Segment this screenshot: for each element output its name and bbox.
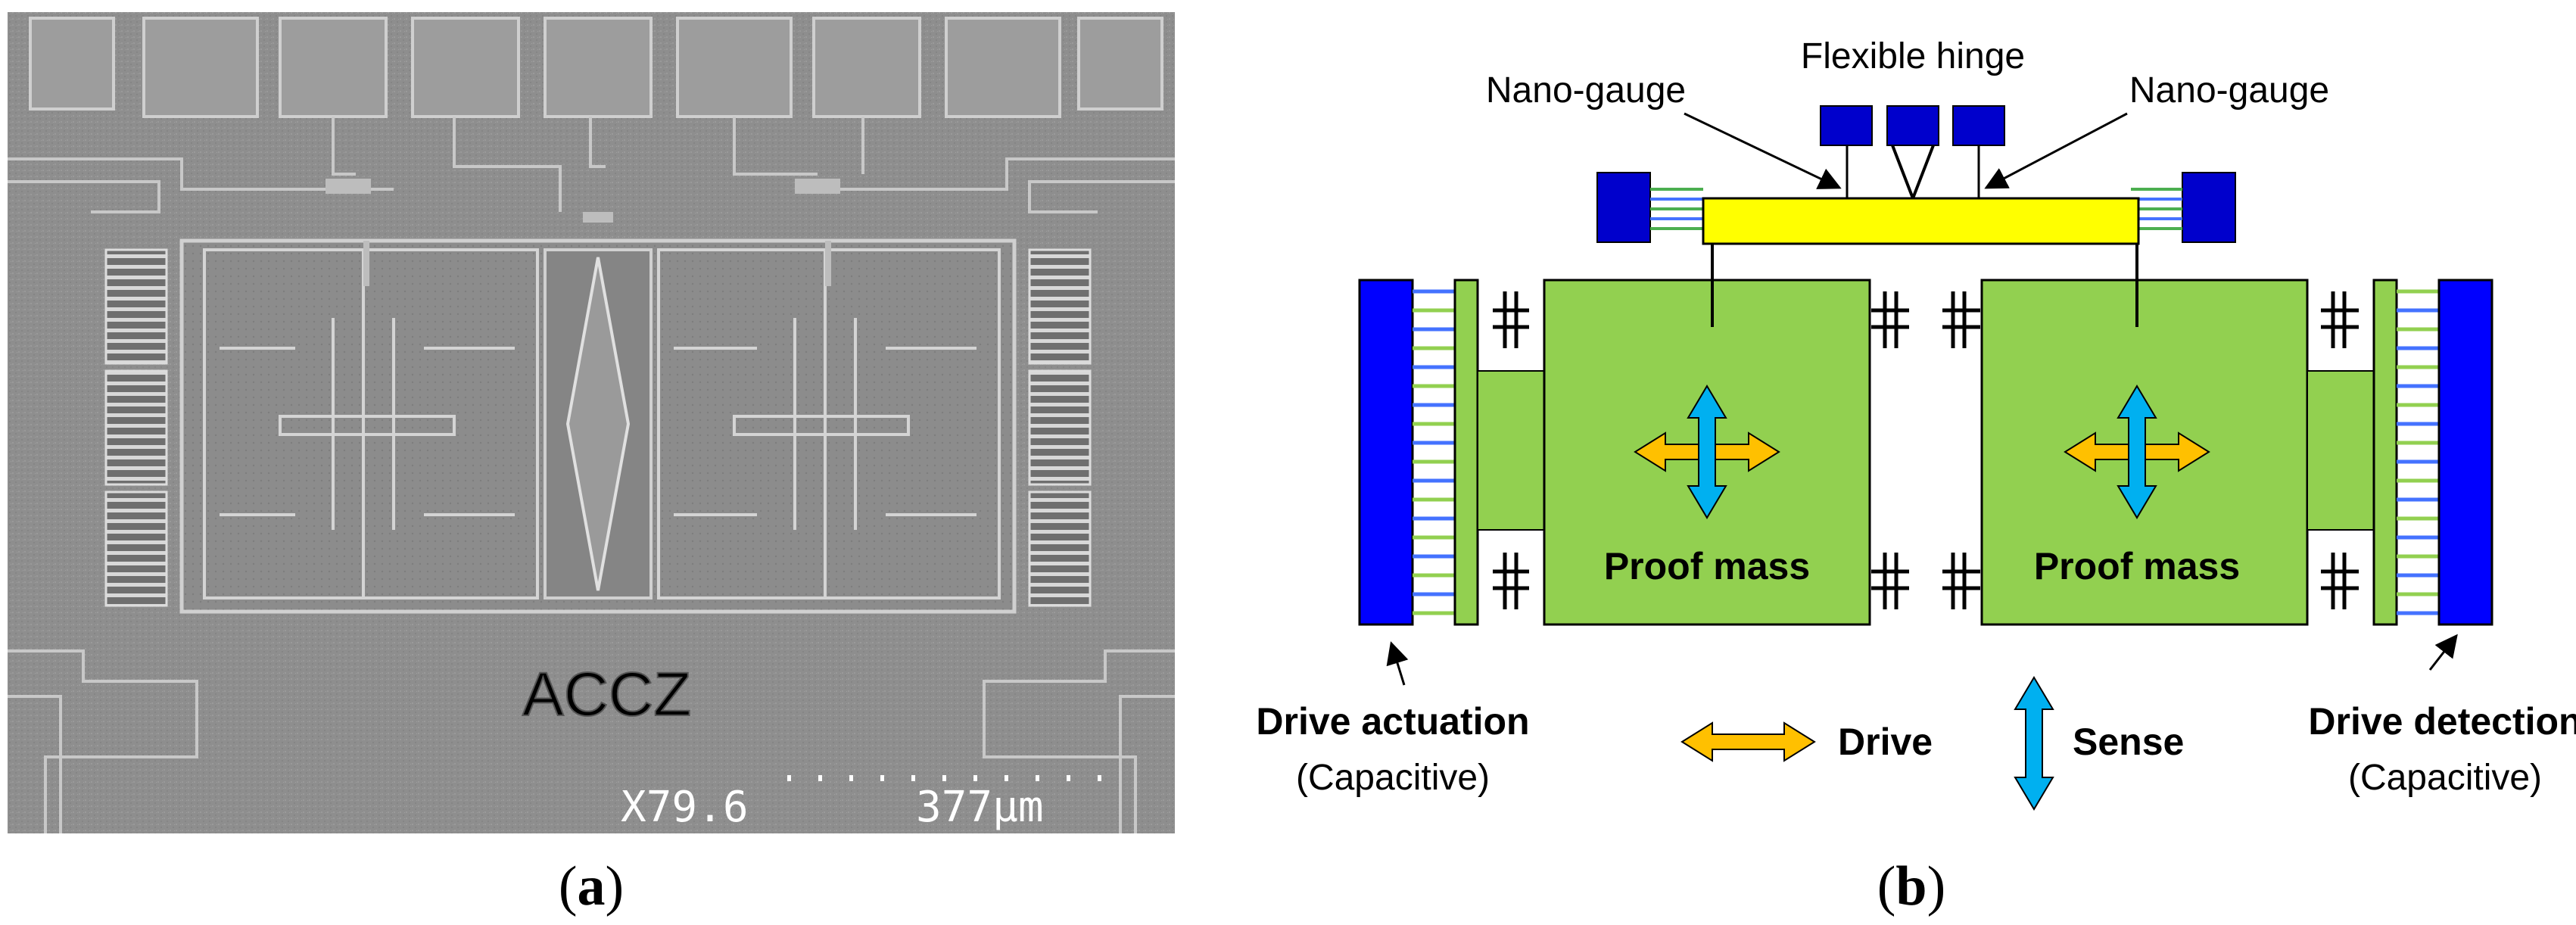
drive-detection-title: Drive detection	[2308, 700, 2576, 743]
panel-a-label-close: )	[606, 855, 625, 917]
left-comb-drive	[104, 248, 168, 607]
panel-a-label: (a)	[559, 855, 624, 917]
panel-a-label-open: (	[559, 855, 578, 917]
nano-gauge-structures	[326, 179, 840, 286]
right-mass-connector	[2307, 370, 2375, 531]
bond-pads	[29, 17, 1163, 118]
flexible-hinge-shape	[1891, 145, 1935, 203]
schematic-diagram: Proof mass Proof mass Flexible hinge Nan…	[1256, 36, 2576, 811]
panel-b-label: (b)	[1877, 855, 1945, 917]
right-comb-drive	[1028, 248, 1092, 607]
drive-actuation-comb	[1413, 289, 1455, 615]
sem-magnification: X79.6	[621, 783, 749, 832]
legend-sense-label: Sense	[2073, 721, 2184, 763]
anchor-pad-2	[1886, 105, 1939, 146]
anchor-pad-1	[1820, 105, 1873, 146]
beam-pad-left	[1596, 172, 1651, 243]
anchor-pad-3	[1952, 105, 2005, 146]
sem-scale: 377µm	[916, 783, 1044, 832]
lever-beam	[1702, 197, 2140, 245]
panel-b-label-open: (	[1877, 855, 1896, 917]
drive-actuation-electrode	[1358, 279, 1414, 626]
drive-detection-comb	[2397, 289, 2439, 615]
proof-mass-left-motion	[1634, 385, 1780, 519]
proof-mass-left-label: Proof mass	[1604, 545, 1810, 587]
drive-detection-rotor-bar	[2372, 279, 2398, 626]
nano-gauge-right-label: Nano-gauge	[2129, 70, 2329, 111]
beam-comb-left	[1650, 188, 1703, 230]
drive-actuation-rotor-bar	[1453, 279, 1479, 626]
drive-detection-leader	[2428, 634, 2458, 671]
sem-scale-dots	[787, 775, 1101, 781]
nano-gauge-right-leader	[1984, 112, 2128, 189]
drive-actuation-sub: (Capacitive)	[1296, 758, 1490, 798]
routing-traces	[8, 117, 1175, 833]
beam-pad-right	[2182, 172, 2236, 243]
drive-detection-sub: (Capacitive)	[2348, 758, 2542, 798]
panel-a-label-letter: a	[578, 855, 606, 917]
central-hinge	[544, 248, 653, 600]
legend-sense-arrow	[2014, 676, 2054, 811]
left-proof-mass-plate	[203, 248, 539, 600]
sem-micrograph: ACCZ X79.6 377µm	[8, 12, 1175, 833]
drive-detection-electrode	[2437, 279, 2493, 626]
nano-gauge-left-leader	[1684, 112, 1842, 189]
drive-actuation-title: Drive actuation	[1256, 700, 1529, 743]
panel-b-label-close: )	[1927, 855, 1946, 917]
drive-actuation-leader	[1386, 641, 1409, 686]
proof-mass-right-motion	[2064, 385, 2210, 519]
left-mass-connector	[1477, 370, 1545, 531]
proof-mass-right-label: Proof mass	[2034, 545, 2240, 587]
sense-arrow-left	[1687, 385, 1727, 519]
legend-drive-arrow	[1680, 721, 1816, 762]
chip-marking: ACCZ	[522, 660, 691, 729]
flexible-hinge-label: Flexible hinge	[1801, 36, 2025, 76]
nano-gauge-left-label: Nano-gauge	[1486, 70, 1686, 111]
spring-symbols	[1493, 291, 2359, 609]
legend-drive-label: Drive	[1838, 721, 1933, 763]
sense-arrow-right	[2117, 385, 2157, 519]
panel-b-label-letter: b	[1895, 855, 1927, 917]
